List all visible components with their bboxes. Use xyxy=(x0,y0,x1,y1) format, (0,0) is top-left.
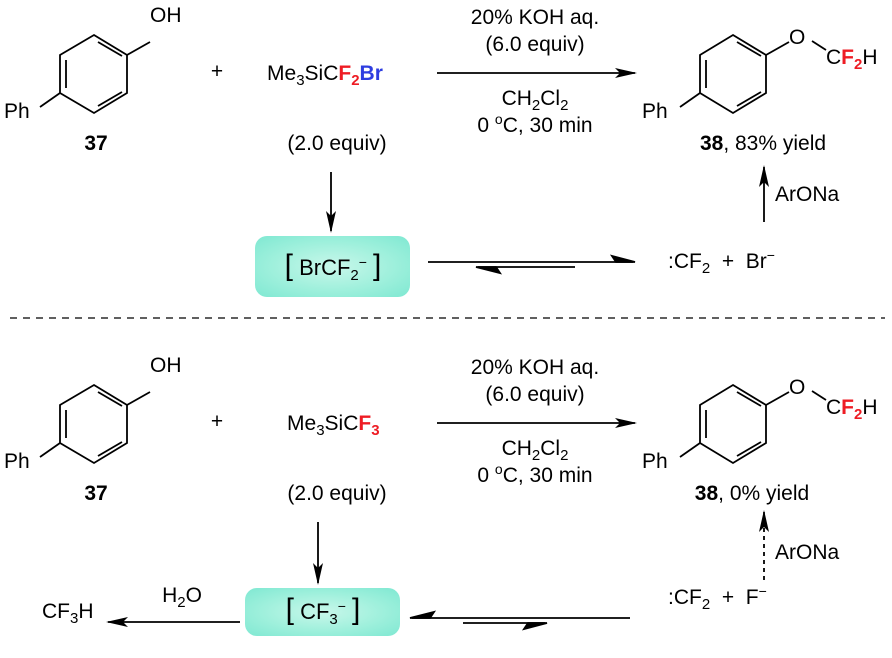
phenyl-label: Ph xyxy=(4,100,30,123)
reagent-formula: Me3SiCF3 xyxy=(287,412,380,439)
compound-number: 37 xyxy=(84,132,108,155)
fluoroform-product: CF3H xyxy=(42,600,94,627)
product-label: 38, 83% yield xyxy=(699,132,827,155)
reagent-formula: Me3SiCF2Br xyxy=(267,62,383,89)
product-oxygen: O xyxy=(789,26,806,49)
product-oxygen: O xyxy=(789,376,806,399)
product-ring-bottom xyxy=(679,383,827,465)
conditions-base: 20% KOH aq. xyxy=(470,6,600,29)
product-label: 38, 0% yield xyxy=(694,482,810,505)
compound-number: 37 xyxy=(84,482,108,505)
hydroxyl-label: OH xyxy=(150,354,182,377)
conditions-equiv: (6.0 equiv) xyxy=(485,33,585,56)
product-difluoromethyl: CF2H xyxy=(826,396,878,423)
plus-sign: + xyxy=(210,60,224,83)
trap-reagent: ArONa xyxy=(775,541,840,564)
reagent-equiv: (2.0 equiv) xyxy=(287,482,387,505)
conditions-base: 20% KOH aq. xyxy=(470,356,600,379)
reagent-equiv: (2.0 equiv) xyxy=(287,132,387,155)
intermediate-anion: [ BrCF2− ] xyxy=(284,249,382,284)
substrate-ring-top xyxy=(39,33,151,115)
conditions-temp-time: 0 oC, 30 min xyxy=(477,461,593,487)
plus-sign: + xyxy=(210,410,224,433)
intermediate-box-bottom xyxy=(245,588,400,636)
equilibrium-arrows-top xyxy=(428,254,636,275)
substrate-ring-bottom xyxy=(39,383,151,465)
conditions-solvent: CH2Cl2 xyxy=(501,87,569,114)
product-phenyl: Ph xyxy=(642,450,668,473)
carbene-products: :CF2 + F− xyxy=(668,583,767,613)
phenyl-label: Ph xyxy=(4,450,30,473)
trap-reagent: ArONa xyxy=(775,183,840,206)
hydrolysis-reagent: H2O xyxy=(162,584,202,611)
equilibrium-arrows-bottom xyxy=(409,610,630,631)
conditions-equiv: (6.0 equiv) xyxy=(485,383,585,406)
product-difluoromethyl: CF2H xyxy=(826,46,878,73)
product-phenyl: Ph xyxy=(642,100,668,123)
conditions-temp-time: 0 oC, 30 min xyxy=(477,111,593,137)
product-ring-top xyxy=(679,33,827,115)
conditions-solvent: CH2Cl2 xyxy=(501,437,569,464)
intermediate-box-top xyxy=(255,236,410,297)
hydroxyl-label: OH xyxy=(150,4,182,27)
intermediate-anion: [ CF3− ] xyxy=(285,593,361,628)
carbene-products: :CF2 + Br− xyxy=(668,247,775,277)
